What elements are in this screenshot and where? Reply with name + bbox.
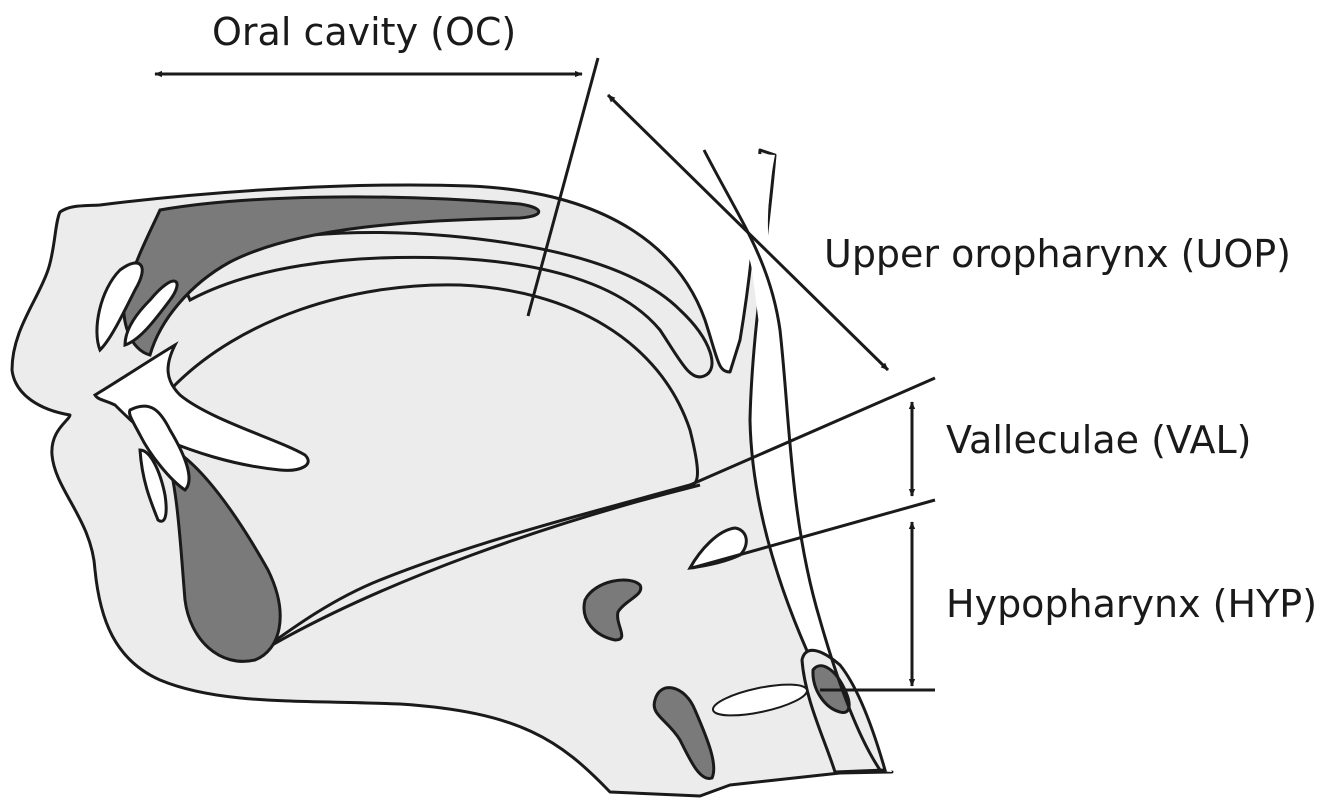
oral-cavity-label: Oral cavity (OC) xyxy=(212,13,516,51)
upper-oropharynx-label: Upper oropharynx (UOP) xyxy=(824,235,1291,273)
hypopharynx-label: Hypopharynx (HYP) xyxy=(946,585,1317,623)
valleculae-label: Valleculae (VAL) xyxy=(946,421,1251,459)
